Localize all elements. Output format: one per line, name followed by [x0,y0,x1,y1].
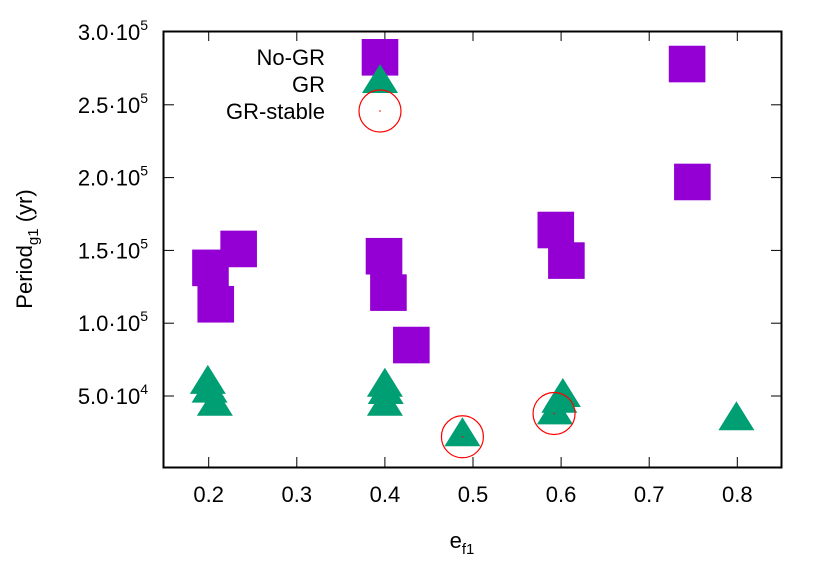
x-tick-label: 0.7 [634,482,665,507]
x-tick-label: 0.8 [722,482,753,507]
x-tick-label: 0.2 [193,482,224,507]
gr-triangle-marker [536,395,573,425]
plot-frame [162,30,783,469]
no-gr-square-marker [370,274,407,311]
y-tick-label: 1.0·105 [78,308,148,336]
y-axis-title: Periodg1 (yr) [12,189,42,308]
x-tick-label: 0.5 [458,482,489,507]
x-axis-title: ef1 [450,528,475,558]
no-gr-square-marker [674,163,711,201]
no-gr-square-marker [537,211,575,249]
gr-stable-circle-marker [532,391,576,436]
x-axis-tick-labels: 0.2 0.3 0.4 0.5 0.6 0.7 0.8 [193,482,752,507]
legend-circle-icon [358,89,402,133]
gr-triangle-marker [718,401,755,431]
gr-triangle-marker [444,417,481,447]
y-tick-label: 2.5·105 [78,90,148,118]
no-gr-square-marker [548,242,585,279]
no-gr-square-marker [668,45,706,83]
no-gr-square-marker [192,249,229,287]
x-tick-label: 0.6 [546,482,577,507]
y-tick-label: 5.0·104 [78,381,148,409]
legend-label-no-gr: No-GR [257,45,325,70]
y-tick-label: 2.0·105 [78,163,148,191]
legend: No-GR GR GR-stable [226,39,402,133]
y-tick-label: 1.5·105 [78,235,148,263]
legend-label-gr-stable: GR-stable [226,99,325,124]
gr-stable-center-dot [553,412,555,415]
no-gr-square-marker [393,326,430,364]
gr-stable-circle-marker [440,415,485,459]
no-gr-square-marker [197,285,235,323]
data-points [189,45,755,459]
gr-triangle-marker [366,386,403,416]
y-axis-tick-labels: 5.0·104 1.0·105 1.5·105 2.0·105 2.5·105 3.0·1… [78,17,148,409]
legend-circle-dot-icon [379,110,381,112]
no-gr-square-marker [365,237,403,275]
legend-triangle-icon [362,64,398,93]
gr-stable-center-dot [461,435,464,438]
y-tick-label: 3.0·105 [78,17,148,45]
gr-triangle-marker [196,386,233,416]
legend-label-gr: GR [292,72,325,97]
x-tick-label: 0.3 [282,482,313,507]
x-tick-label: 0.4 [370,482,401,507]
